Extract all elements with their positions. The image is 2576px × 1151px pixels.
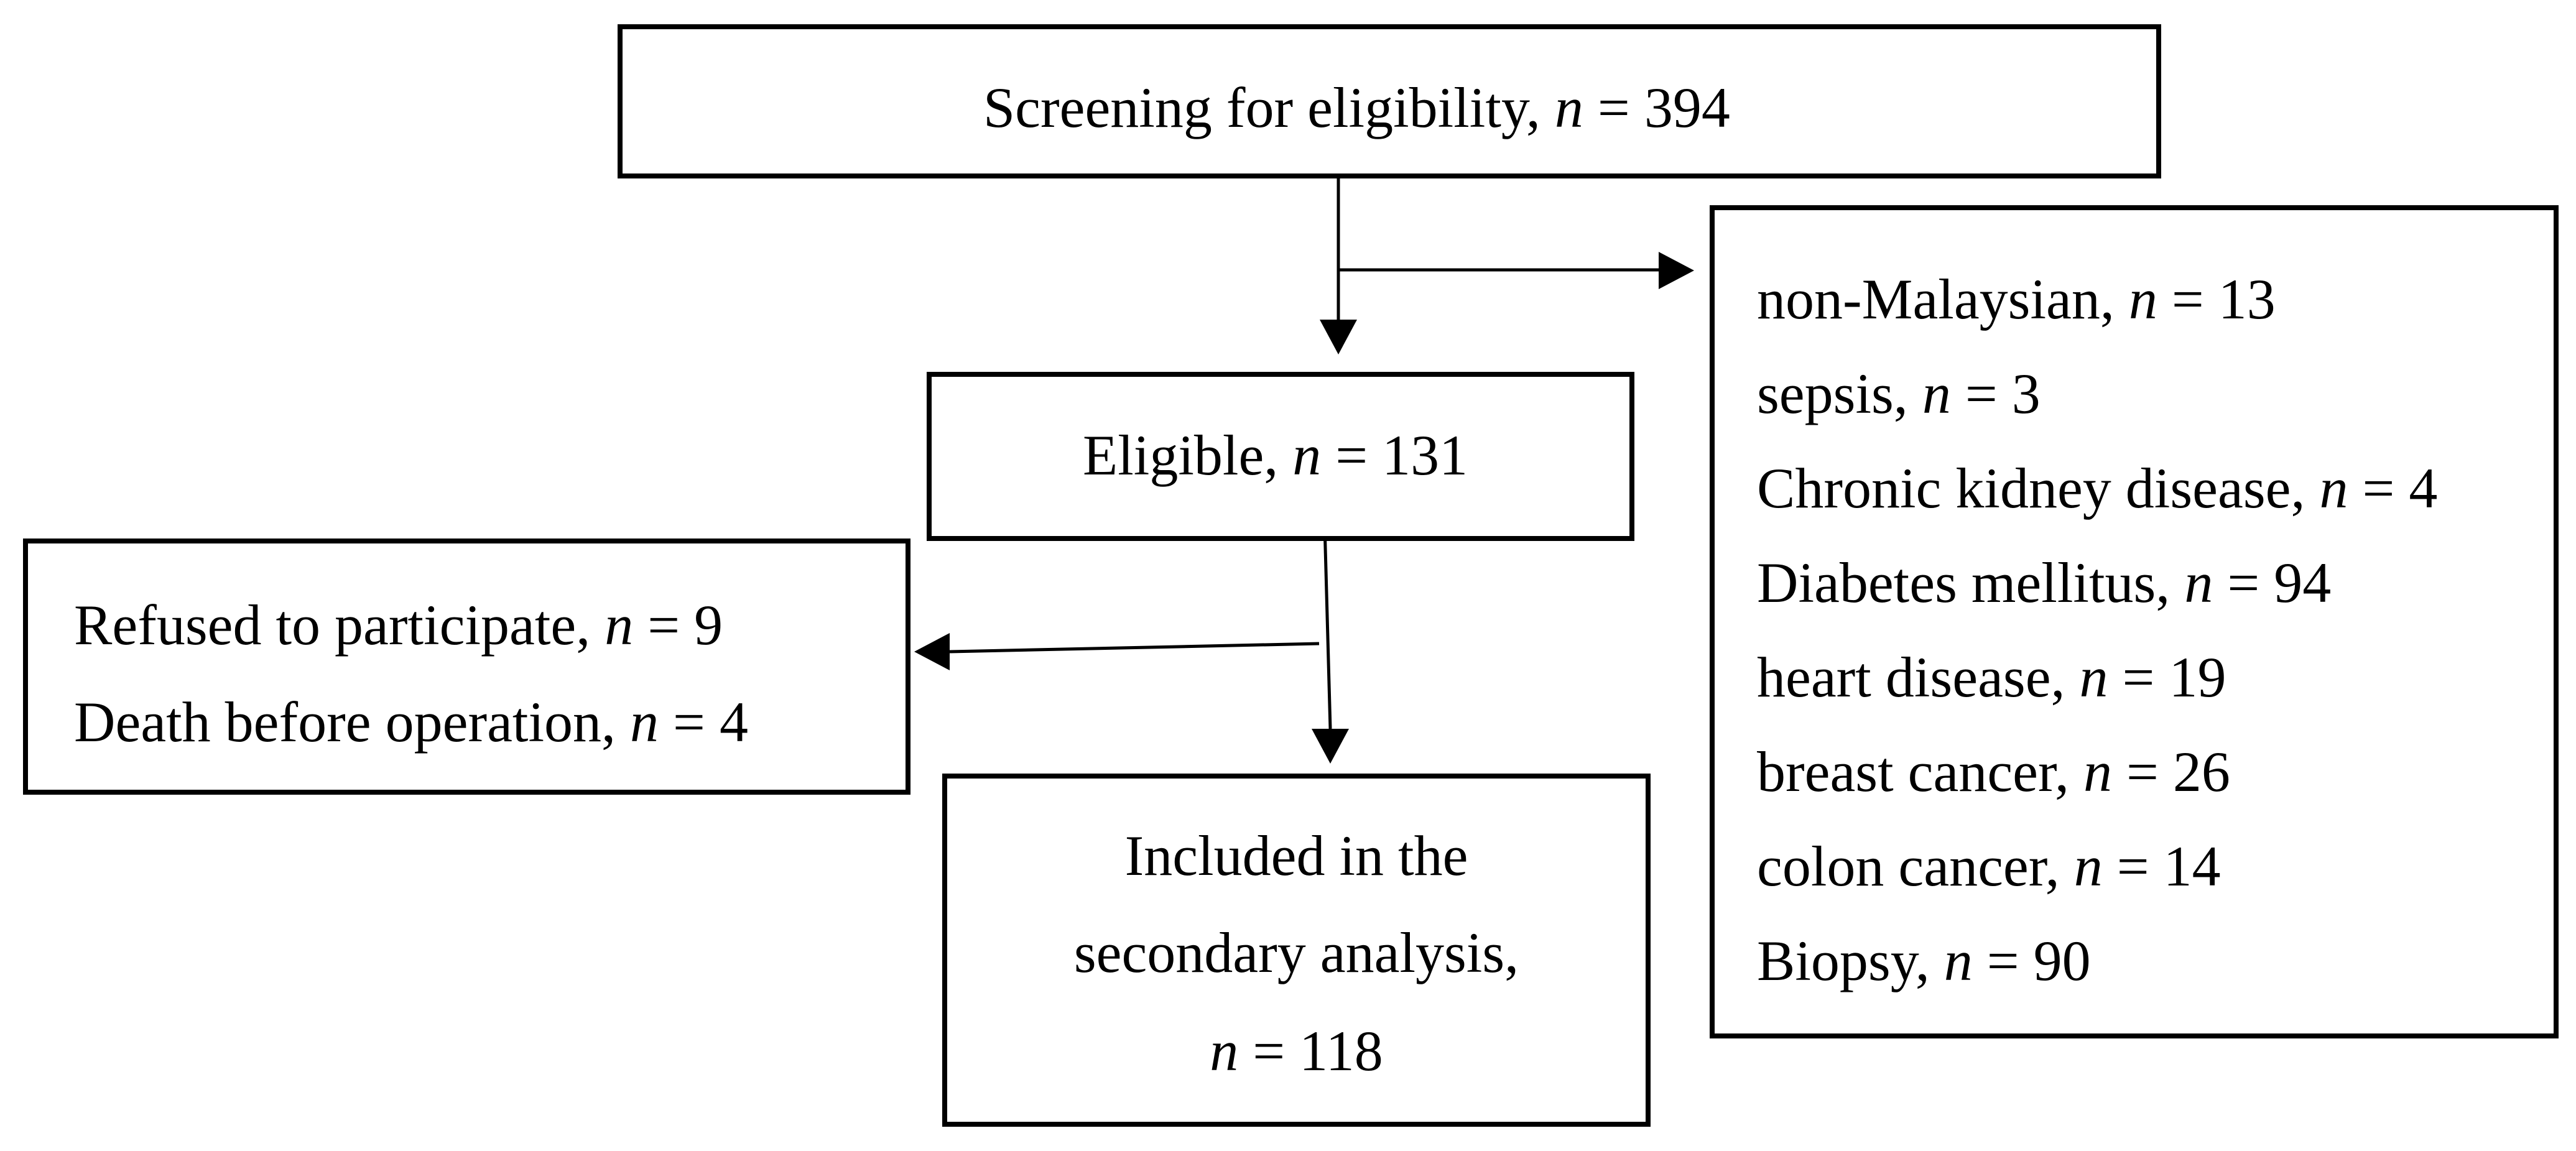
equals-sign: =: [2157, 267, 2218, 331]
excluded-item: heart disease, n = 19: [1757, 649, 2226, 706]
not-included-item-label: Refused to participate,: [74, 593, 605, 657]
excluded-item: colon cancer, n = 14: [1757, 838, 2221, 895]
eligible-label: Eligible,: [1083, 423, 1293, 487]
arrowhead-screening-to-eligible: [1320, 320, 1357, 354]
arrow-eligible-to-refused: [949, 642, 1320, 654]
excluded-item-label: Chronic kidney disease,: [1757, 456, 2320, 520]
n-symbol: n: [2073, 834, 2103, 898]
excluded-item-label: colon cancer,: [1757, 834, 2074, 898]
excluded-item-label: sepsis,: [1757, 362, 1922, 425]
excluded-item-count: 4: [2409, 456, 2438, 520]
eligible-count: 131: [1382, 423, 1468, 487]
included-count-line: n = 118: [947, 1022, 1646, 1079]
n-symbol: n: [630, 690, 659, 754]
equals-sign: =: [2108, 645, 2169, 709]
included-line-2: secondary analysis,: [1073, 921, 1519, 984]
n-symbol: n: [2083, 740, 2112, 803]
equals-sign: =: [1238, 1019, 1300, 1083]
arrow-eligible-to-included: [1323, 524, 1332, 729]
excluded-item-count: 3: [2011, 362, 2041, 425]
n-symbol: n: [2319, 456, 2348, 520]
n-symbol: n: [605, 593, 634, 657]
excluded-item-label: Biopsy,: [1757, 929, 1944, 992]
eligible-text: Eligible, n = 131: [1083, 427, 1468, 484]
excluded-item-count: 19: [2169, 645, 2226, 709]
excluded-item: Biopsy, n = 90: [1757, 932, 2091, 989]
n-symbol: n: [1292, 423, 1322, 487]
n-symbol: n: [1554, 76, 1583, 139]
n-symbol: n: [2079, 645, 2108, 709]
equals-sign: =: [2213, 551, 2274, 614]
arrowhead-eligible-to-included: [1312, 729, 1349, 764]
excluded-item-label: Diabetes mellitus,: [1757, 551, 2185, 614]
excluded-item-label: heart disease,: [1757, 645, 2080, 709]
arrowhead-screening-to-excluded: [1659, 252, 1694, 289]
not-included-item-label: Death before operation,: [74, 690, 631, 754]
not-included-box: Refused to participate, n = 9 Death befo…: [23, 539, 910, 795]
excluded-item-count: 26: [2172, 740, 2230, 803]
n-symbol: n: [2128, 267, 2157, 331]
excluded-item: non-Malaysian, n = 13: [1757, 270, 2276, 328]
eligible-box: Eligible, n = 131: [927, 372, 1634, 541]
screening-label: Screening for eligibility,: [983, 76, 1555, 139]
excluded-item: Diabetes mellitus, n = 94: [1757, 554, 2331, 611]
not-included-item-count: 4: [719, 690, 748, 754]
equals-sign: =: [1972, 929, 2034, 992]
excluded-item-count: 90: [2033, 929, 2091, 992]
equals-sign: =: [1321, 423, 1383, 487]
excluded-item-count: 94: [2274, 551, 2332, 614]
n-symbol: n: [1922, 362, 1951, 425]
equals-sign: =: [2111, 740, 2173, 803]
included-line-1: Included in the: [1124, 824, 1468, 887]
excluded-item: Chronic kidney disease, n = 4: [1757, 460, 2437, 517]
included-box: Included in the secondary analysis, n = …: [942, 774, 1651, 1127]
arrowhead-eligible-to-refused: [914, 633, 950, 670]
excluded-item-count: 14: [2163, 834, 2221, 898]
screening-count: 394: [1644, 76, 1730, 139]
equals-sign: =: [1583, 76, 1644, 139]
included-count: 118: [1299, 1019, 1383, 1083]
not-included-item-count: 9: [694, 593, 723, 657]
screening-text: Screening for eligibility, n = 394: [983, 79, 1730, 136]
equals-sign: =: [1950, 362, 2012, 425]
equals-sign: =: [659, 690, 720, 754]
excluded-box: non-Malaysian, n = 13 sepsis, n = 3 Chro…: [1710, 205, 2559, 1038]
excluded-item-label: non-Malaysian,: [1757, 267, 2129, 331]
equals-sign: =: [2102, 834, 2164, 898]
n-symbol: n: [1944, 929, 1973, 992]
not-included-item: Death before operation, n = 4: [74, 693, 748, 751]
excluded-item: sepsis, n = 3: [1757, 365, 2041, 422]
n-symbol: n: [2184, 551, 2213, 614]
excluded-item-count: 13: [2218, 267, 2276, 331]
equals-sign: =: [2348, 456, 2409, 520]
equals-sign: =: [633, 593, 695, 657]
n-symbol: n: [1210, 1019, 1239, 1083]
excluded-item-label: breast cancer,: [1757, 740, 2083, 803]
excluded-item: breast cancer, n = 26: [1757, 743, 2230, 800]
not-included-item: Refused to participate, n = 9: [74, 596, 723, 654]
screening-box: Screening for eligibility, n = 394: [618, 24, 2161, 178]
